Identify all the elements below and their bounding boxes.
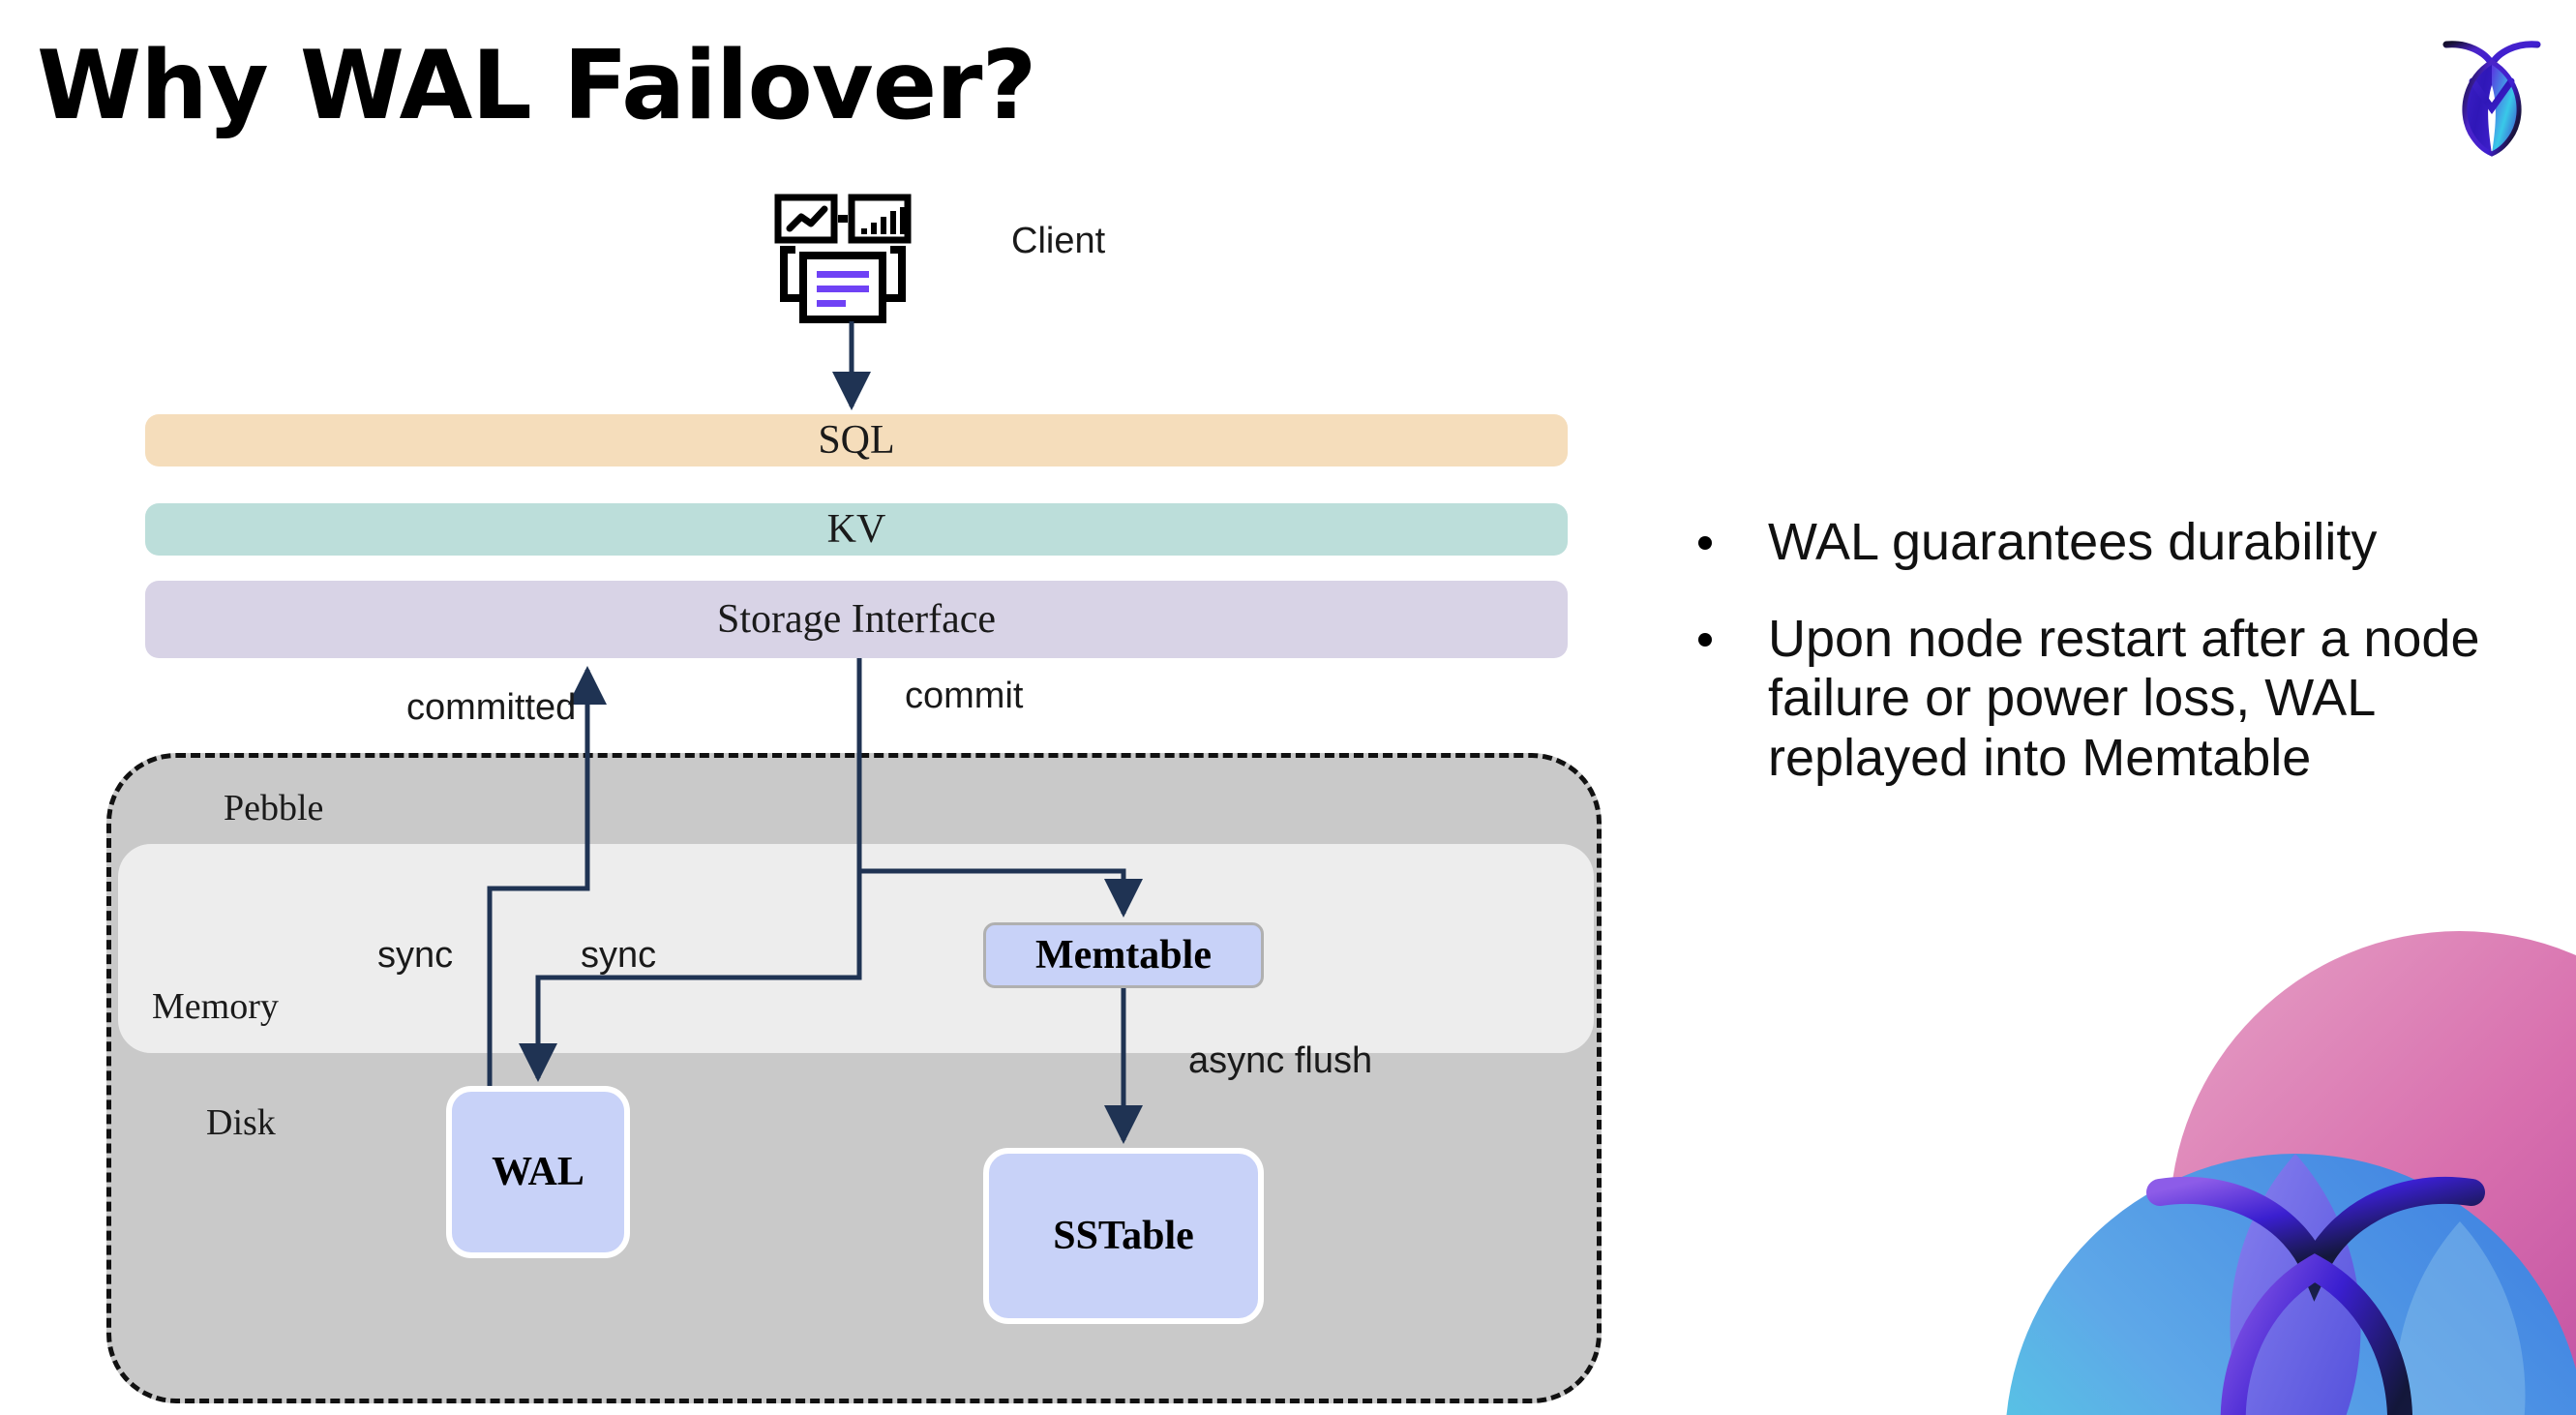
- edge-label-commit: commit: [905, 676, 1024, 716]
- page-title: Why WAL Failover?: [37, 31, 1036, 141]
- layer-bar-storage-interface: Storage Interface: [145, 581, 1568, 658]
- bullet-list: WAL guarantees durability Upon node rest…: [1698, 513, 2540, 825]
- decorative-logo-graphic: [1918, 902, 2576, 1415]
- memory-container: [118, 844, 1594, 1053]
- disk-label: Disk: [206, 1102, 276, 1143]
- layer-bar-kv-label: KV: [826, 507, 886, 552]
- bullet-text: Upon node restart after a node failure o…: [1768, 609, 2480, 787]
- edge-label-sync-left: sync: [377, 935, 454, 976]
- bullet-text: WAL guarantees durability: [1768, 513, 2378, 571]
- node-memtable-label: Memtable: [1035, 933, 1212, 978]
- bullet-dot-icon: [1698, 632, 1712, 647]
- edge-label-async-flush: async flush: [1188, 1040, 1373, 1081]
- memory-label: Memory: [152, 986, 279, 1027]
- list-item: Upon node restart after a node failure o…: [1698, 610, 2540, 789]
- layer-bar-storage-label: Storage Interface: [717, 597, 996, 642]
- bullet-dot-icon: [1698, 536, 1712, 550]
- client-label: Client: [1011, 221, 1106, 261]
- client-dashboard-icon: [774, 194, 929, 324]
- node-sstable: SSTable: [983, 1148, 1264, 1324]
- node-wal: WAL: [446, 1086, 630, 1258]
- node-sstable-label: SSTable: [1053, 1214, 1194, 1258]
- layer-bar-sql: SQL: [145, 414, 1568, 467]
- pebble-label: Pebble: [224, 788, 324, 828]
- list-item: WAL guarantees durability: [1698, 513, 2540, 573]
- edge-label-sync-right: sync: [581, 935, 657, 976]
- node-wal-label: WAL: [492, 1150, 584, 1194]
- layer-bar-sql-label: SQL: [818, 418, 895, 463]
- layer-bar-kv: KV: [145, 503, 1568, 556]
- edge-label-committed: committed: [406, 687, 577, 728]
- node-memtable: Memtable: [983, 922, 1264, 988]
- architecture-diagram: Client SQL KV Storage Interface Pebble M…: [106, 194, 1602, 1403]
- cockroach-logo-icon: [2429, 27, 2555, 163]
